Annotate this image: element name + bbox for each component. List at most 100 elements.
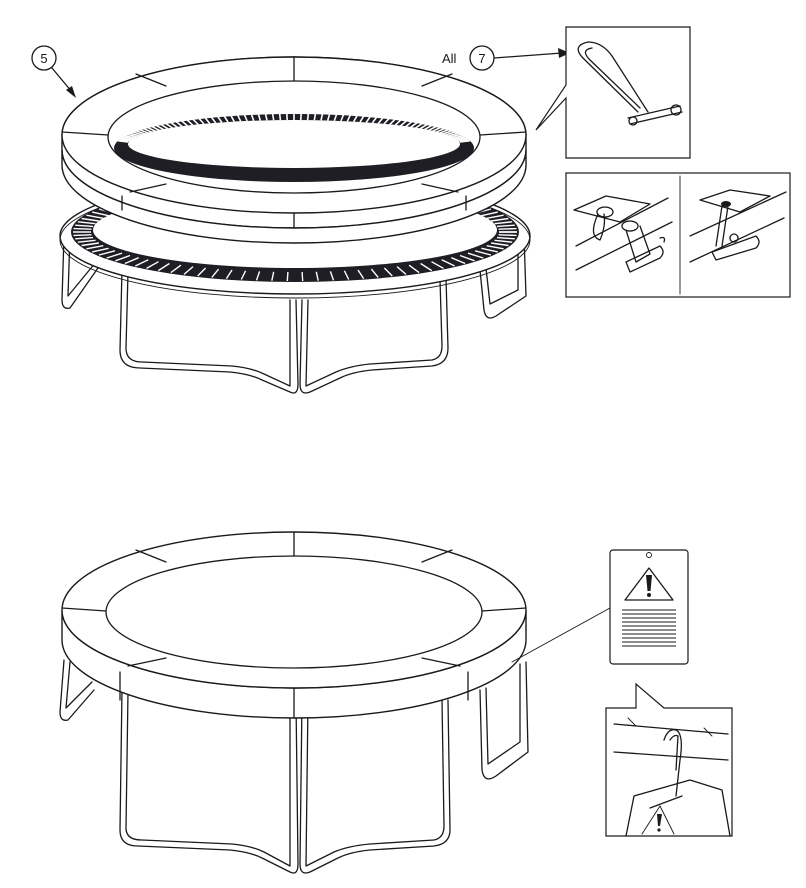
spring <box>230 114 235 123</box>
spring <box>271 113 275 121</box>
spring <box>498 234 517 237</box>
spring <box>441 259 456 267</box>
spring <box>204 116 211 125</box>
warning-triangle-icon <box>624 567 674 601</box>
spring <box>160 123 169 130</box>
spring <box>414 122 424 129</box>
spring <box>313 113 317 121</box>
frame-legs-bottom <box>59 659 529 874</box>
callout-7-number: 7 <box>478 51 485 66</box>
spring <box>389 118 396 126</box>
spring <box>75 224 94 228</box>
spring <box>306 113 310 121</box>
spring <box>481 247 498 253</box>
spring <box>481 211 498 217</box>
detail-tie-clip <box>535 26 691 159</box>
spring <box>119 138 130 142</box>
spring <box>197 267 207 277</box>
spring <box>320 113 324 121</box>
spring <box>132 131 143 136</box>
spring <box>394 119 402 126</box>
spring <box>240 270 247 280</box>
spring <box>451 257 466 265</box>
spring <box>410 121 419 128</box>
spring <box>326 113 331 121</box>
spring <box>353 114 358 123</box>
spring <box>257 113 262 121</box>
spring <box>106 252 123 259</box>
spring <box>255 271 261 281</box>
spring <box>139 128 149 134</box>
spring <box>431 261 444 270</box>
spring <box>180 119 189 127</box>
spring <box>151 125 160 132</box>
spring <box>216 115 223 123</box>
spring <box>408 264 420 274</box>
spring <box>271 271 275 281</box>
spring <box>490 217 509 222</box>
spring <box>451 133 461 138</box>
spring <box>442 130 453 135</box>
warning-sign <box>609 549 689 665</box>
spring <box>428 125 437 132</box>
spring <box>494 239 513 243</box>
spring <box>286 271 289 282</box>
spring <box>243 113 248 122</box>
spring <box>359 115 365 123</box>
spring <box>118 140 129 143</box>
spring <box>250 113 255 122</box>
spring <box>77 221 96 225</box>
warning-text-lines <box>622 609 676 647</box>
springs-visible-through-pad <box>118 112 470 143</box>
spring <box>474 250 492 256</box>
spring <box>448 132 459 137</box>
spring <box>164 122 174 129</box>
spring <box>183 266 194 275</box>
callout-part-5: 5 <box>31 45 76 98</box>
spring <box>396 266 407 275</box>
callout-part-7: All 7 <box>442 45 570 71</box>
spring <box>420 262 433 272</box>
spring <box>264 113 268 121</box>
callout-5-number: 5 <box>40 51 47 66</box>
spring <box>170 264 182 274</box>
spring <box>333 113 338 122</box>
spring <box>496 224 515 228</box>
spring <box>405 120 413 128</box>
spring <box>346 114 352 122</box>
spring <box>98 250 116 256</box>
spring <box>86 245 104 250</box>
spring <box>75 236 94 240</box>
spring <box>169 121 178 128</box>
spring <box>459 140 470 143</box>
spring <box>301 271 304 282</box>
exclamation-icon <box>641 805 675 835</box>
spring <box>81 217 100 222</box>
spring <box>445 131 456 136</box>
spring <box>370 268 379 278</box>
spring <box>377 116 384 125</box>
spring <box>135 130 146 135</box>
spring <box>142 127 153 133</box>
spring <box>439 128 449 134</box>
spring <box>494 221 513 225</box>
warning-leader-line <box>511 607 611 663</box>
spring <box>486 214 504 219</box>
spring <box>315 271 319 281</box>
spring <box>211 268 220 278</box>
spring <box>157 262 170 272</box>
spring <box>458 138 469 142</box>
spring <box>155 124 164 131</box>
detail-sign-attachment <box>605 682 733 837</box>
spring <box>496 236 515 240</box>
frame-legs-top <box>61 234 527 394</box>
spring <box>198 117 205 125</box>
spring <box>455 136 466 140</box>
spring <box>73 234 92 237</box>
spring <box>129 132 140 137</box>
spring <box>92 211 109 217</box>
spring <box>73 227 92 230</box>
spring <box>498 227 517 230</box>
spring <box>124 257 139 265</box>
